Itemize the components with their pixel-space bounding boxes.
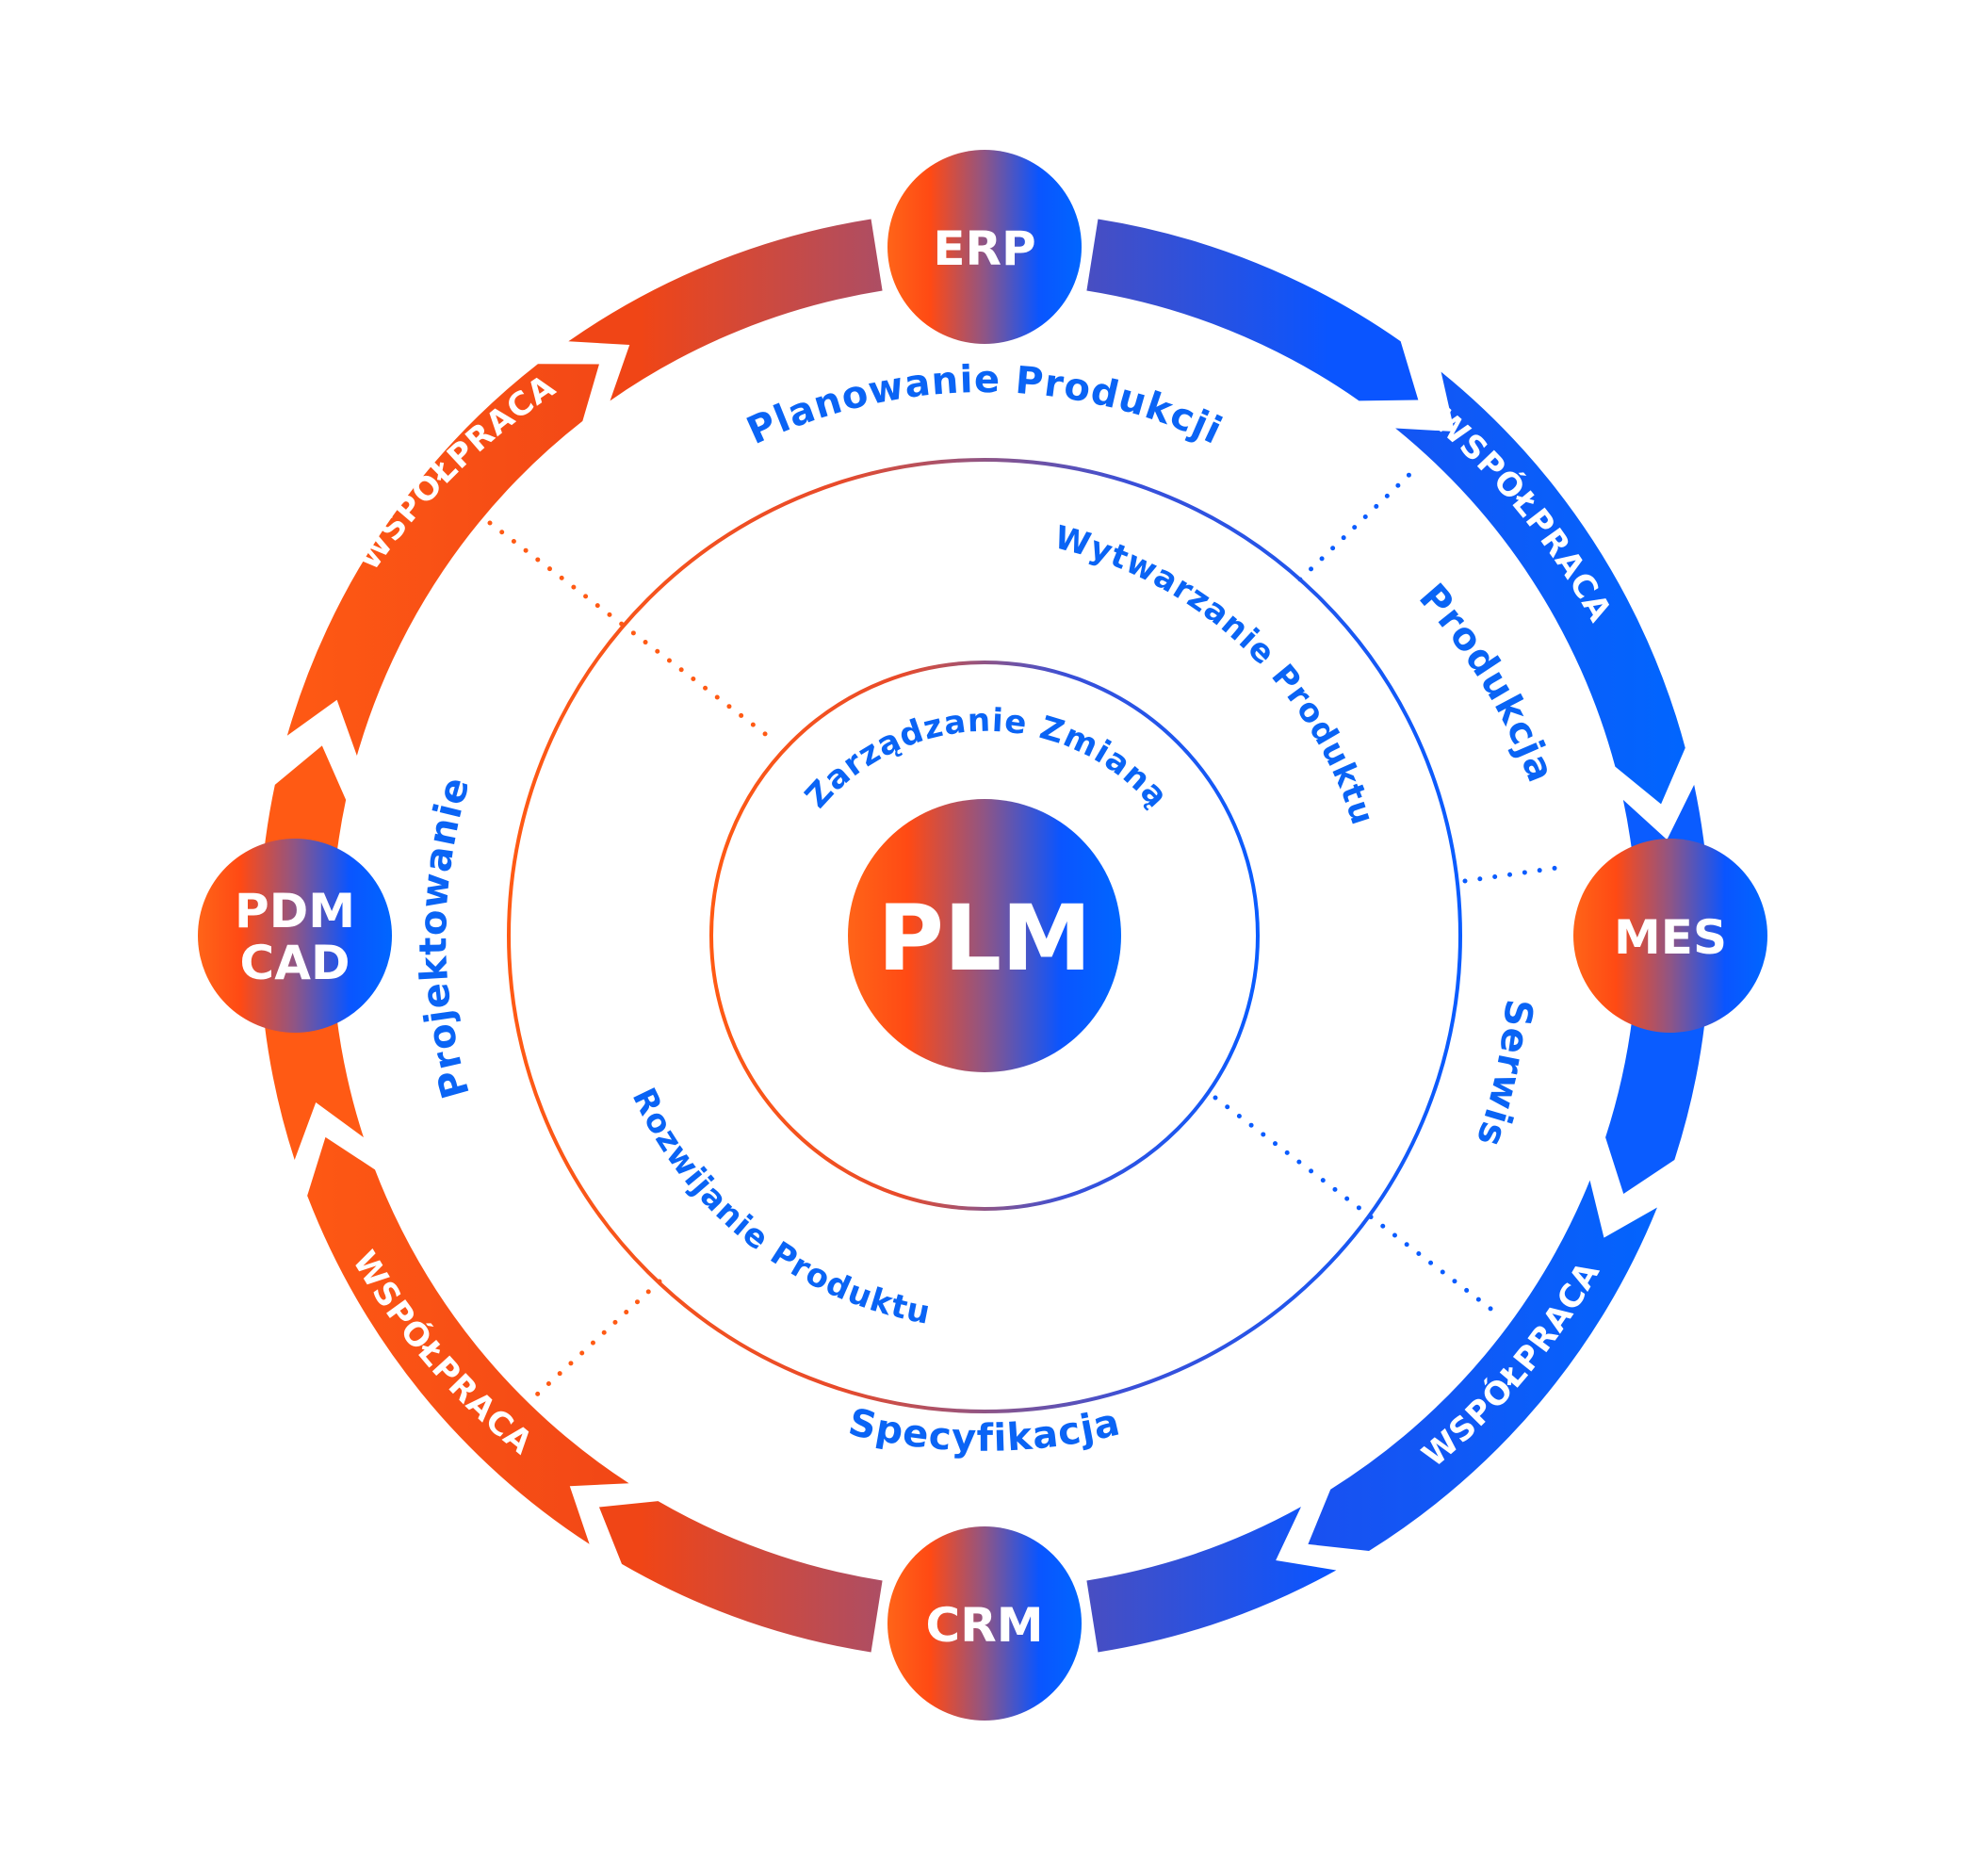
band-label-bottom-right: WSPÓŁPRACA: [1415, 1255, 1607, 1475]
node-crm[interactable]: CRM: [887, 1526, 1082, 1721]
dotted-connector: [1462, 864, 1567, 884]
band-crm-left: [598, 1501, 883, 1653]
node-mes-label: MES: [1614, 910, 1727, 965]
middle-ring: [507, 458, 1462, 1413]
label-serwis: Serwis: [1467, 997, 1539, 1152]
collaboration-bands: [264, 219, 1705, 1653]
connector-lines: [487, 464, 1567, 1397]
dotted-connector: [1213, 1095, 1501, 1317]
label-wytwarzanie-produktu: Wytwarzanie Produktu: [1050, 519, 1381, 830]
dotted-connector: [1297, 464, 1421, 582]
node-erp[interactable]: ERP: [887, 150, 1082, 344]
center-plm-circle: [848, 799, 1121, 1072]
label-zarzadzanie-zmiana: Zarządzanie Zmianą: [798, 702, 1176, 816]
label-produkcja: Produkcja: [1410, 576, 1563, 789]
dotted-connector: [487, 520, 775, 742]
band-bottom-right: [1308, 1180, 1657, 1551]
node-mes[interactable]: MES: [1573, 839, 1767, 1033]
band-mes-upper: [1622, 784, 1705, 856]
node-erp-circle: [887, 150, 1082, 344]
band-label-bottom-left: WSPÓŁPRACA: [345, 1245, 540, 1462]
center-plm[interactable]: PLM: [848, 799, 1121, 1072]
band-bottom-left: [307, 1136, 629, 1544]
label-projektowanie: Projektowanie: [412, 772, 479, 1103]
band-pdm-lower: [264, 1015, 364, 1160]
node-pdm-label: PDM: [235, 884, 355, 938]
node-cad-label: CAD: [240, 936, 350, 990]
band-erp-right: [1086, 219, 1419, 401]
band-top-right: [1395, 371, 1685, 805]
node-crm-circle: [887, 1526, 1082, 1721]
label-specyfikacja: Specyfikacja: [844, 1400, 1124, 1460]
center-plm-label: PLM: [877, 886, 1091, 991]
node-pdm-cad[interactable]: PDM CAD: [198, 839, 392, 1033]
band-top-left: [286, 364, 599, 756]
band-crm-right: [1086, 1507, 1337, 1653]
node-pdm-cad-circle: [198, 839, 392, 1033]
inner-ring: [709, 661, 1260, 1211]
label-planowanie-produkcji: Planowanie Produkcji: [741, 358, 1229, 453]
band-pdm-upper: [264, 745, 347, 856]
node-crm-label: CRM: [926, 1598, 1044, 1653]
dotted-connector: [534, 1279, 662, 1397]
band-erp-left: [568, 219, 883, 401]
band-mes-lower: [1605, 1015, 1705, 1195]
concentric-rings: [507, 458, 1462, 1413]
node-erp-label: ERP: [933, 221, 1035, 276]
node-mes-circle: [1573, 839, 1767, 1033]
